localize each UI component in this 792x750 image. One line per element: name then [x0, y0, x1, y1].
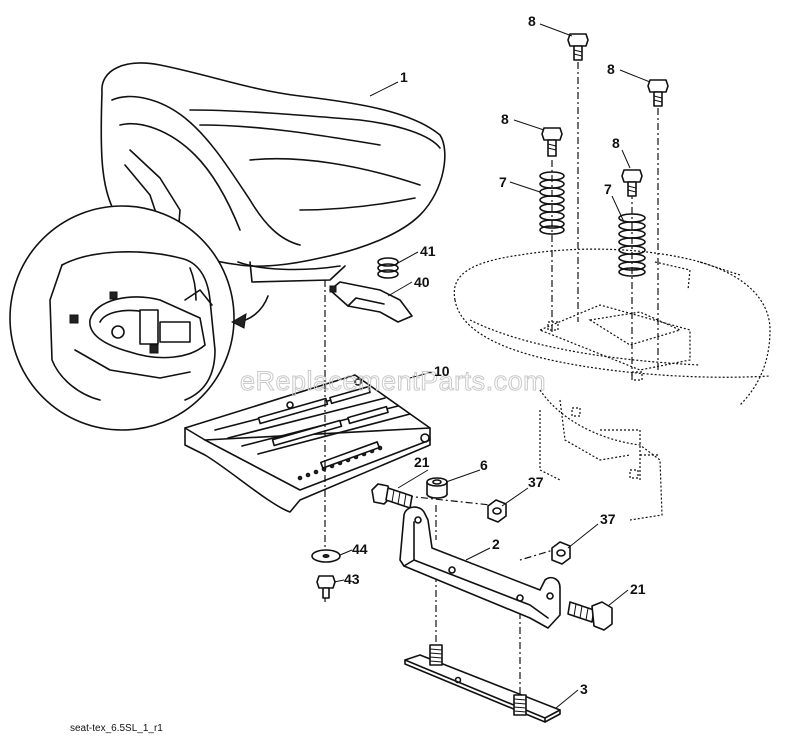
washer	[311, 549, 341, 563]
small-spring	[377, 257, 399, 279]
rotate-arrow	[230, 295, 269, 329]
bushing	[426, 477, 448, 499]
callout-1: 1	[400, 69, 408, 85]
stud-left	[429, 644, 443, 666]
callout-labels: 1 8 8 8 8 7 7 41 40 10 21 6 37 37 2 21 4…	[344, 13, 646, 697]
callout-40: 40	[414, 274, 430, 290]
bolt-c	[541, 127, 563, 157]
callout-7-left: 7	[499, 174, 507, 190]
callout-37-upper: 37	[528, 474, 544, 490]
callout-2: 2	[492, 536, 500, 552]
callout-8-a: 8	[528, 13, 536, 29]
callout-3: 3	[580, 681, 588, 697]
nut-37-lower	[551, 541, 571, 565]
fender-outline	[453, 248, 771, 521]
callout-21-right: 21	[630, 581, 646, 597]
clip	[329, 281, 413, 323]
screw	[316, 575, 336, 599]
callout-7-right: 7	[604, 181, 612, 197]
seat-pan	[184, 374, 431, 513]
spring-right	[618, 213, 646, 277]
plate	[404, 644, 561, 723]
callout-8-d: 8	[612, 135, 620, 151]
watermark: eReplacementParts.com	[240, 366, 546, 396]
spring-left	[539, 171, 565, 235]
diagram-caption: seat-tex_6.5SL_1_r1	[70, 723, 163, 734]
bolt-21-left	[371, 483, 413, 509]
detail-view	[9, 205, 235, 431]
leader-lines	[333, 23, 651, 709]
callout-10: 10	[434, 363, 450, 379]
callout-44: 44	[352, 541, 368, 557]
callout-21-left: 21	[414, 454, 430, 470]
bolt-21-right	[567, 601, 613, 631]
bolt-b	[647, 79, 669, 107]
bolt-a	[567, 33, 589, 61]
pivot-bracket	[399, 506, 561, 629]
nut-37-upper	[487, 499, 507, 523]
callout-8-c: 8	[501, 111, 509, 127]
stud-right	[513, 694, 527, 716]
callout-41: 41	[420, 243, 436, 259]
bolt-d	[621, 169, 643, 197]
callout-37-lower: 37	[600, 511, 616, 527]
callout-43: 43	[344, 571, 360, 587]
callout-8-b: 8	[607, 61, 615, 77]
callout-6: 6	[480, 457, 488, 473]
assembly-lines	[324, 62, 659, 695]
